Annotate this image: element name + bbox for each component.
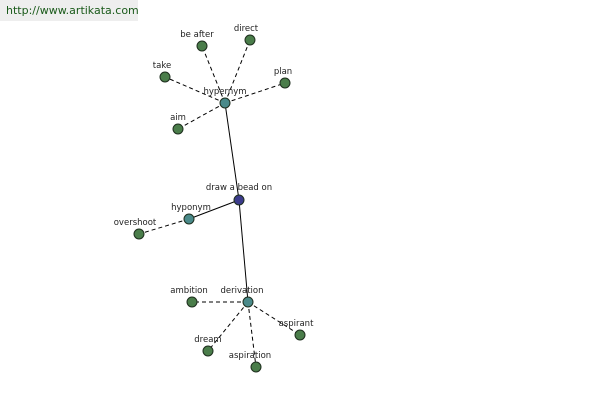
node-dot-hypernym[interactable] xyxy=(219,97,231,109)
node-dot-plan[interactable] xyxy=(279,77,291,89)
node-label-overshoot: overshoot xyxy=(114,218,157,228)
edge-derivation-aspiration xyxy=(247,301,257,368)
node-label-aim: aim xyxy=(170,113,186,123)
node-dot-center[interactable] xyxy=(233,194,245,206)
edge-center-derivation xyxy=(238,199,249,303)
node-hypernym[interactable]: hypernym xyxy=(203,87,247,109)
edge-hypernym-aim xyxy=(177,102,226,130)
node-ambition[interactable]: ambition xyxy=(170,286,208,308)
node-label-plan: plan xyxy=(274,67,292,77)
node-dot-aspiration[interactable] xyxy=(250,361,262,373)
node-dream[interactable]: dream xyxy=(194,335,222,357)
node-dot-hyponym[interactable] xyxy=(183,213,195,225)
node-label-be-after: be after xyxy=(180,30,214,40)
edge-center-hyponym xyxy=(188,199,240,220)
node-aim[interactable]: aim xyxy=(170,113,186,135)
node-dot-derivation[interactable] xyxy=(242,296,254,308)
source-url[interactable]: http://www.artikata.com xyxy=(0,0,139,21)
node-aspiration[interactable]: aspiration xyxy=(229,351,271,373)
node-label-dream: dream xyxy=(194,335,221,345)
edge-derivation-dream xyxy=(207,301,249,352)
node-dot-take[interactable] xyxy=(159,71,171,83)
edge-hypernym-take xyxy=(164,76,226,104)
node-take[interactable]: take xyxy=(153,61,171,83)
node-label-aspiration: aspiration xyxy=(229,351,271,361)
node-dot-aspirant[interactable] xyxy=(294,329,306,341)
node-label-center: draw a bead on xyxy=(206,183,272,193)
node-label-derivation: derivation xyxy=(220,286,263,296)
node-dot-overshoot[interactable] xyxy=(133,228,145,240)
node-label-ambition: ambition xyxy=(170,286,208,296)
node-derivation[interactable]: derivation xyxy=(220,286,264,308)
node-dot-dream[interactable] xyxy=(202,345,214,357)
edge-center-hypernym xyxy=(224,102,240,201)
edge-hyponym-overshoot xyxy=(138,218,190,235)
node-dot-direct[interactable] xyxy=(244,34,256,46)
node-label-direct: direct xyxy=(234,24,259,34)
edges-layer xyxy=(138,39,301,368)
node-dot-aim[interactable] xyxy=(172,123,184,135)
node-label-take: take xyxy=(153,61,171,71)
node-label-hyponym: hyponym xyxy=(171,203,211,213)
node-be-after[interactable]: be after xyxy=(180,30,214,52)
node-direct[interactable]: direct xyxy=(234,24,259,46)
node-hyponym[interactable]: hyponym xyxy=(171,203,211,225)
edge-hypernym-be-after xyxy=(201,45,226,104)
edge-hypernym-plan xyxy=(224,82,286,104)
node-dot-ambition[interactable] xyxy=(186,296,198,308)
node-aspirant[interactable]: aspirant xyxy=(279,319,314,341)
node-label-aspirant: aspirant xyxy=(279,319,314,329)
node-plan[interactable]: plan xyxy=(274,67,292,89)
node-dot-be-after[interactable] xyxy=(196,40,208,52)
edge-derivation-aspirant xyxy=(247,301,301,336)
node-label-hypernym: hypernym xyxy=(203,87,246,97)
node-overshoot[interactable]: overshoot xyxy=(114,218,157,240)
edge-hypernym-direct xyxy=(224,39,251,104)
nodes-layer: draw a bead on hypernym hyponym derivation b… xyxy=(114,24,314,373)
node-center[interactable]: draw a bead on xyxy=(206,183,272,206)
